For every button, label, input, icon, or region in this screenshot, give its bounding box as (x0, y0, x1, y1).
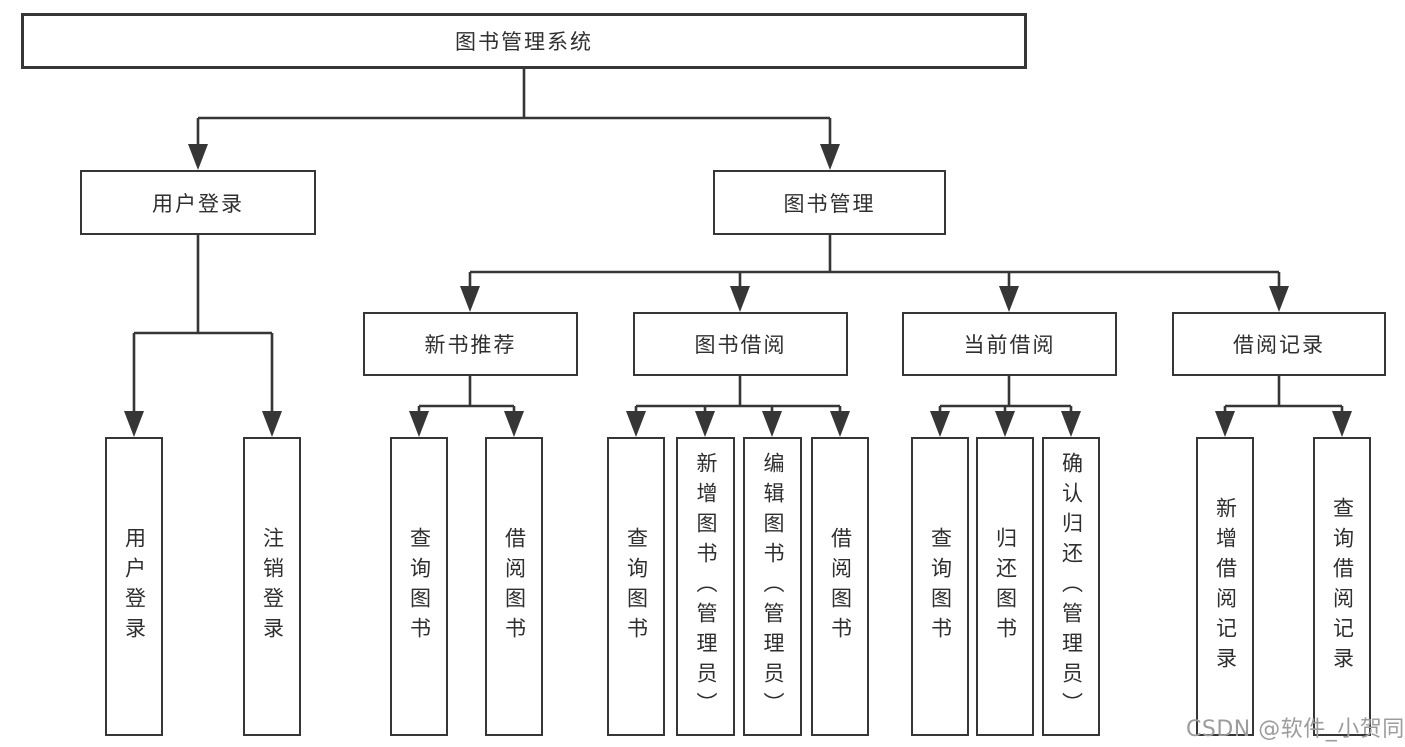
leaf-borrow-books-under-recommendation: 借阅图书 (485, 437, 543, 736)
leaf-label: 注销登录 (260, 526, 285, 647)
node-label: 图书管理 (783, 191, 876, 216)
leaf-label: 借阅图书 (502, 526, 527, 647)
node-label: 当前借阅 (963, 333, 1056, 357)
leaf-label: 编辑图书（管理员） (761, 451, 786, 722)
leaf-label: 用户登录 (122, 526, 147, 647)
csdn-watermark: CSDN @软件_小贺同学 (1186, 717, 1405, 742)
node-book-borrowing: 图书借阅 (633, 312, 848, 376)
leaf-user-login: 用户登录 (105, 437, 163, 736)
leaf-label: 确认归还（管理员） (1059, 451, 1084, 722)
node-borrowing-records: 借阅记录 (1172, 312, 1386, 376)
leaf-query-borrow-record: 查询借阅记录 (1313, 437, 1371, 736)
node-user-login: 用户登录 (80, 170, 316, 235)
node-new-book-recommendation: 新书推荐 (363, 312, 578, 376)
leaf-query-books-under-current: 查询图书 (911, 437, 969, 736)
node-current-borrowing: 当前借阅 (902, 312, 1117, 376)
leaf-label: 查询借阅记录 (1330, 496, 1355, 677)
leaf-add-books-admin: 新增图书（管理员） (676, 437, 735, 736)
leaf-add-borrow-record: 新增借阅记录 (1196, 437, 1254, 736)
node-label: 用户登录 (152, 191, 244, 216)
leaf-query-books-under-recommendation: 查询图书 (390, 437, 448, 736)
leaf-borrow-books-under-borrowing: 借阅图书 (811, 437, 869, 736)
leaf-label: 查询图书 (928, 526, 953, 647)
node-label: 新书推荐 (424, 333, 517, 357)
node-book-management: 图书管理 (713, 170, 946, 235)
leaf-edit-books-admin: 编辑图书（管理员） (743, 437, 802, 736)
leaf-label: 查询图书 (407, 526, 432, 647)
leaf-label: 新增借阅记录 (1213, 496, 1238, 677)
node-label: 借阅记录 (1233, 333, 1325, 357)
leaf-return-books: 归还图书 (976, 437, 1034, 736)
node-label: 图书管理系统 (455, 30, 593, 54)
leaf-label: 归还图书 (993, 526, 1018, 647)
node-label: 图书借阅 (694, 333, 787, 357)
leaf-label: 查询图书 (624, 526, 649, 647)
leaf-label: 借阅图书 (828, 526, 853, 647)
leaf-query-books-under-borrowing: 查询图书 (607, 437, 665, 736)
leaf-label: 新增图书（管理员） (694, 451, 719, 722)
leaf-confirm-return-admin: 确认归还（管理员） (1042, 437, 1100, 736)
node-library-management-system: 图书管理系统 (21, 13, 1027, 69)
leaf-logout: 注销登录 (243, 437, 301, 736)
